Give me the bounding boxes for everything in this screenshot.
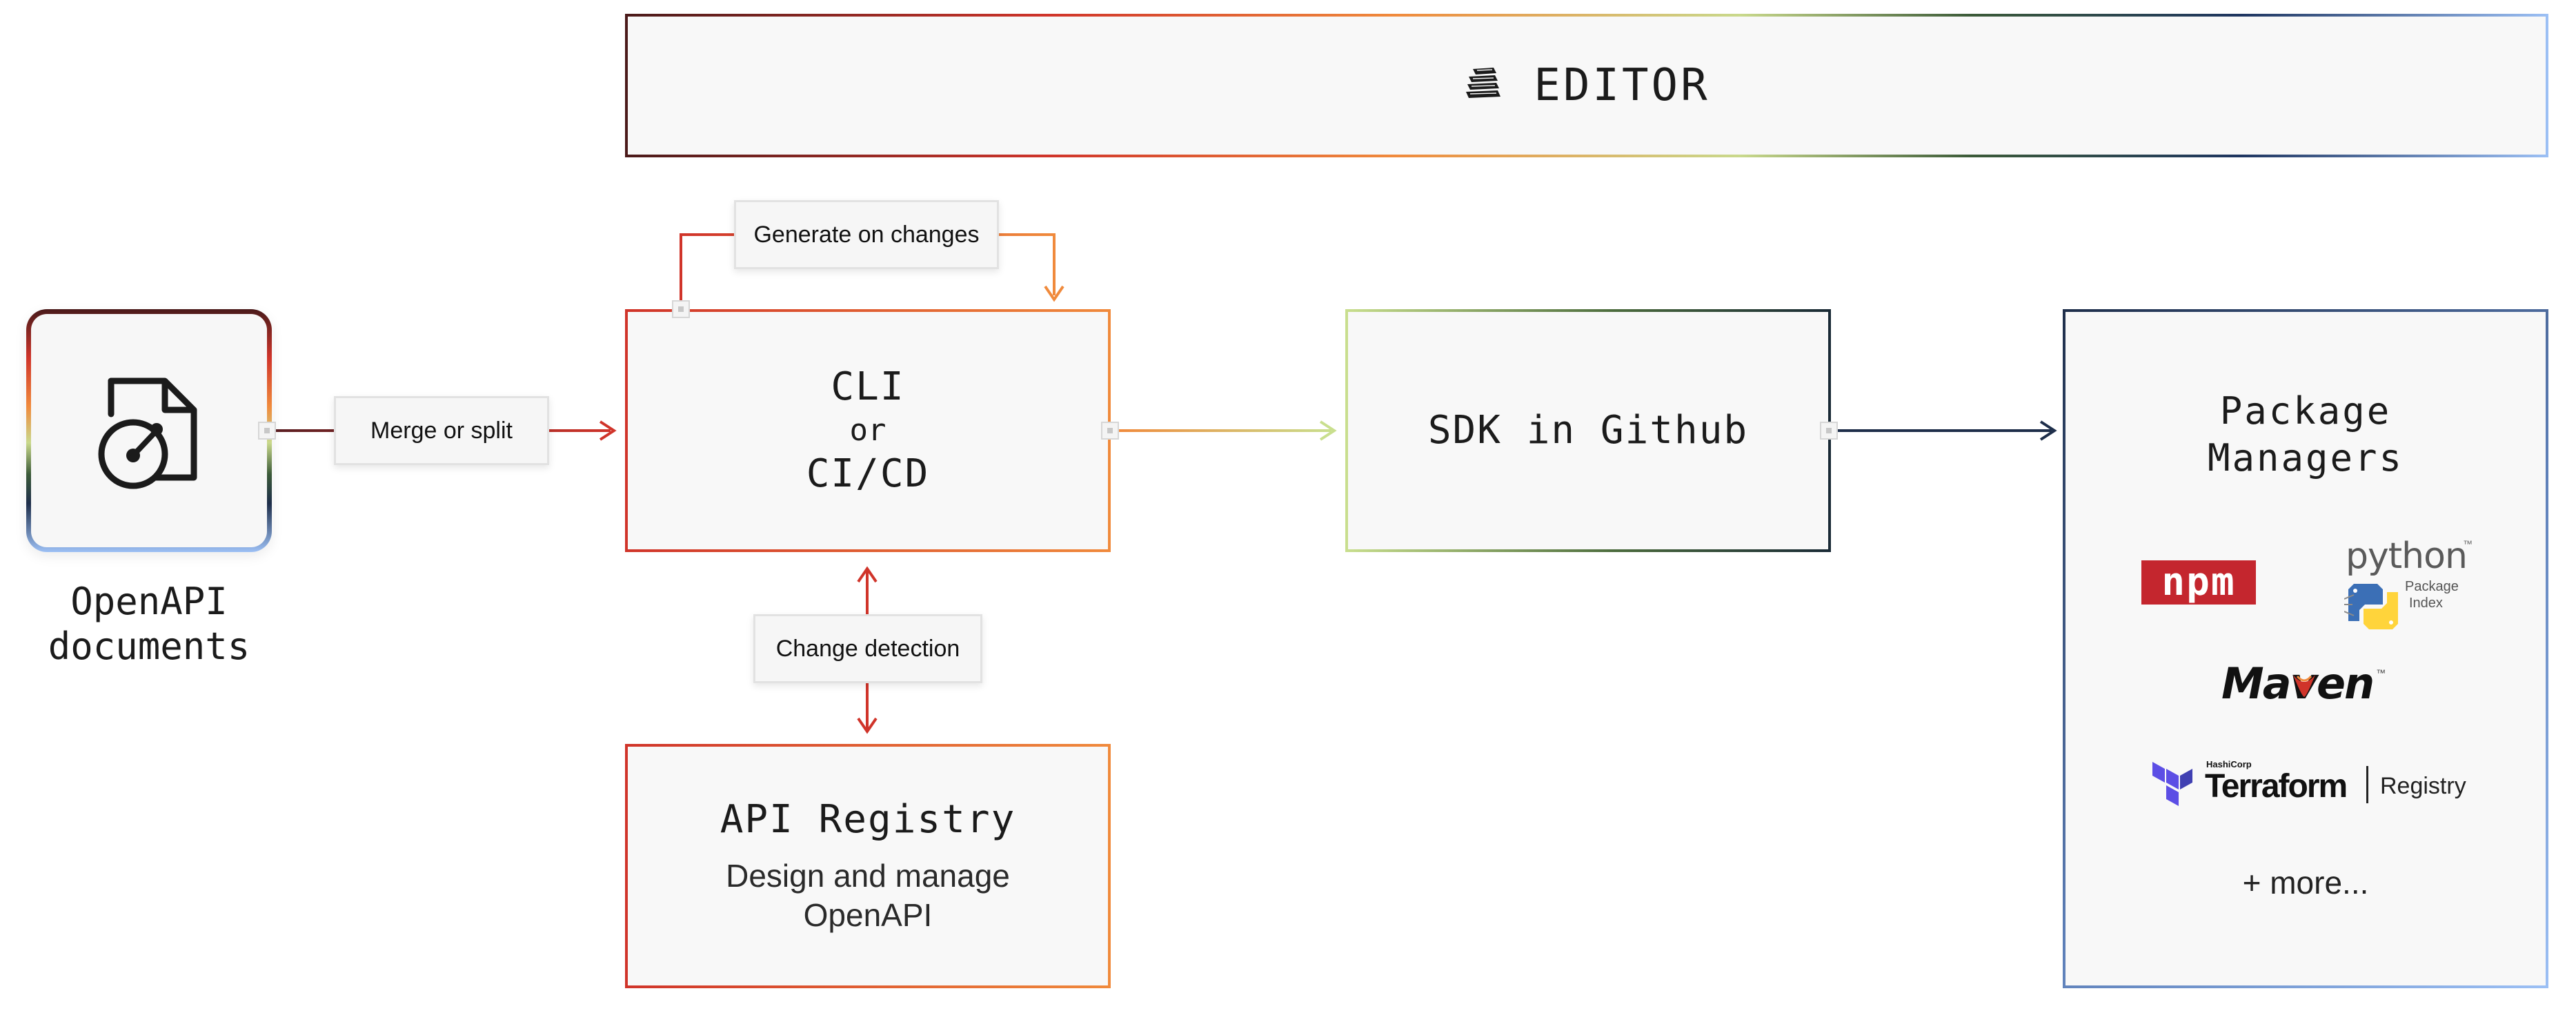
python-wordmark: python [2346,536,2468,577]
terraform-divider [2366,766,2368,803]
maven-logo: Maven ™ [2221,656,2387,711]
python-trademark: ™ [2463,538,2473,549]
generate-changes-label: Generate on changes [734,200,999,269]
registry-title: API Registry [720,797,1016,843]
api-registry-box[interactable]: API Registry Design and manage OpenAPI [625,744,1111,988]
openapi-label-line2: documents [48,624,250,668]
hashicorp-text: HashiCorp [2206,759,2252,769]
package-managers-title: Package Managers [2208,388,2404,481]
cli-input-port[interactable] [672,300,690,318]
package-title-line1: Package [2219,389,2392,433]
terraform-icon [2151,762,2194,815]
npm-logo-text: npm [2161,560,2236,605]
arrowhead-generate-changes [1044,285,1064,302]
python-snakes-icon [2344,581,2402,636]
pypi-logo: python ™ Package Index [2340,536,2478,632]
cli-line3: CI/CD [806,451,930,496]
openapi-documents-label: OpenAPI documents [0,580,298,669]
package-managers-panel[interactable]: Package Managers [2063,309,2548,988]
package-title-line2: Managers [2207,435,2404,480]
openapi-documents-card[interactable] [26,309,272,552]
terraform-registry-logo: HashiCorp Terraform Registry [2148,756,2479,814]
editor-label: EDITOR [1534,60,1710,111]
change-detection-label: Change detection [753,614,982,683]
cli-line1: CLI [831,364,905,410]
sdk-output-port[interactable] [1820,422,1838,440]
arrowhead-sdk-packages [2039,420,2057,441]
stack-icon [1463,66,1502,106]
sdk-label: SDK in Github [1427,407,1749,453]
terraform-wordmark: Terraform [2205,768,2348,805]
sdk-github-box[interactable]: SDK in Github [1345,309,1831,552]
openapi-document-icon [90,367,208,495]
maven-feather-icon [2290,671,2318,702]
maven-trademark: ™ [2376,667,2386,678]
more-text: + more... [2242,865,2369,901]
cli-output-port[interactable] [1101,422,1119,440]
arrowhead-merge-split [599,420,617,441]
pypi-index-text: Index [2409,596,2443,611]
arrowhead-cli-sdk [1319,420,1337,441]
openapi-label-line1: OpenAPI [70,580,228,623]
cli-box[interactable]: CLI or CI/CD [625,309,1111,552]
merge-split-label: Merge or split [334,396,549,465]
npm-logo: npm [2141,560,2256,605]
cli-line2: or [849,413,886,449]
editor-bar: EDITOR [625,14,2548,157]
registry-subtitle-line1: Design and manage [726,857,1010,894]
openapi-output-port[interactable] [258,422,276,440]
terraform-registry-text: Registry [2380,773,2466,799]
pypi-package-text: Package [2405,579,2459,594]
registry-subtitle-line2: OpenAPI [803,897,933,934]
arrowhead-change-detection-down [857,717,878,734]
arrowhead-change-detection-up [857,566,878,583]
